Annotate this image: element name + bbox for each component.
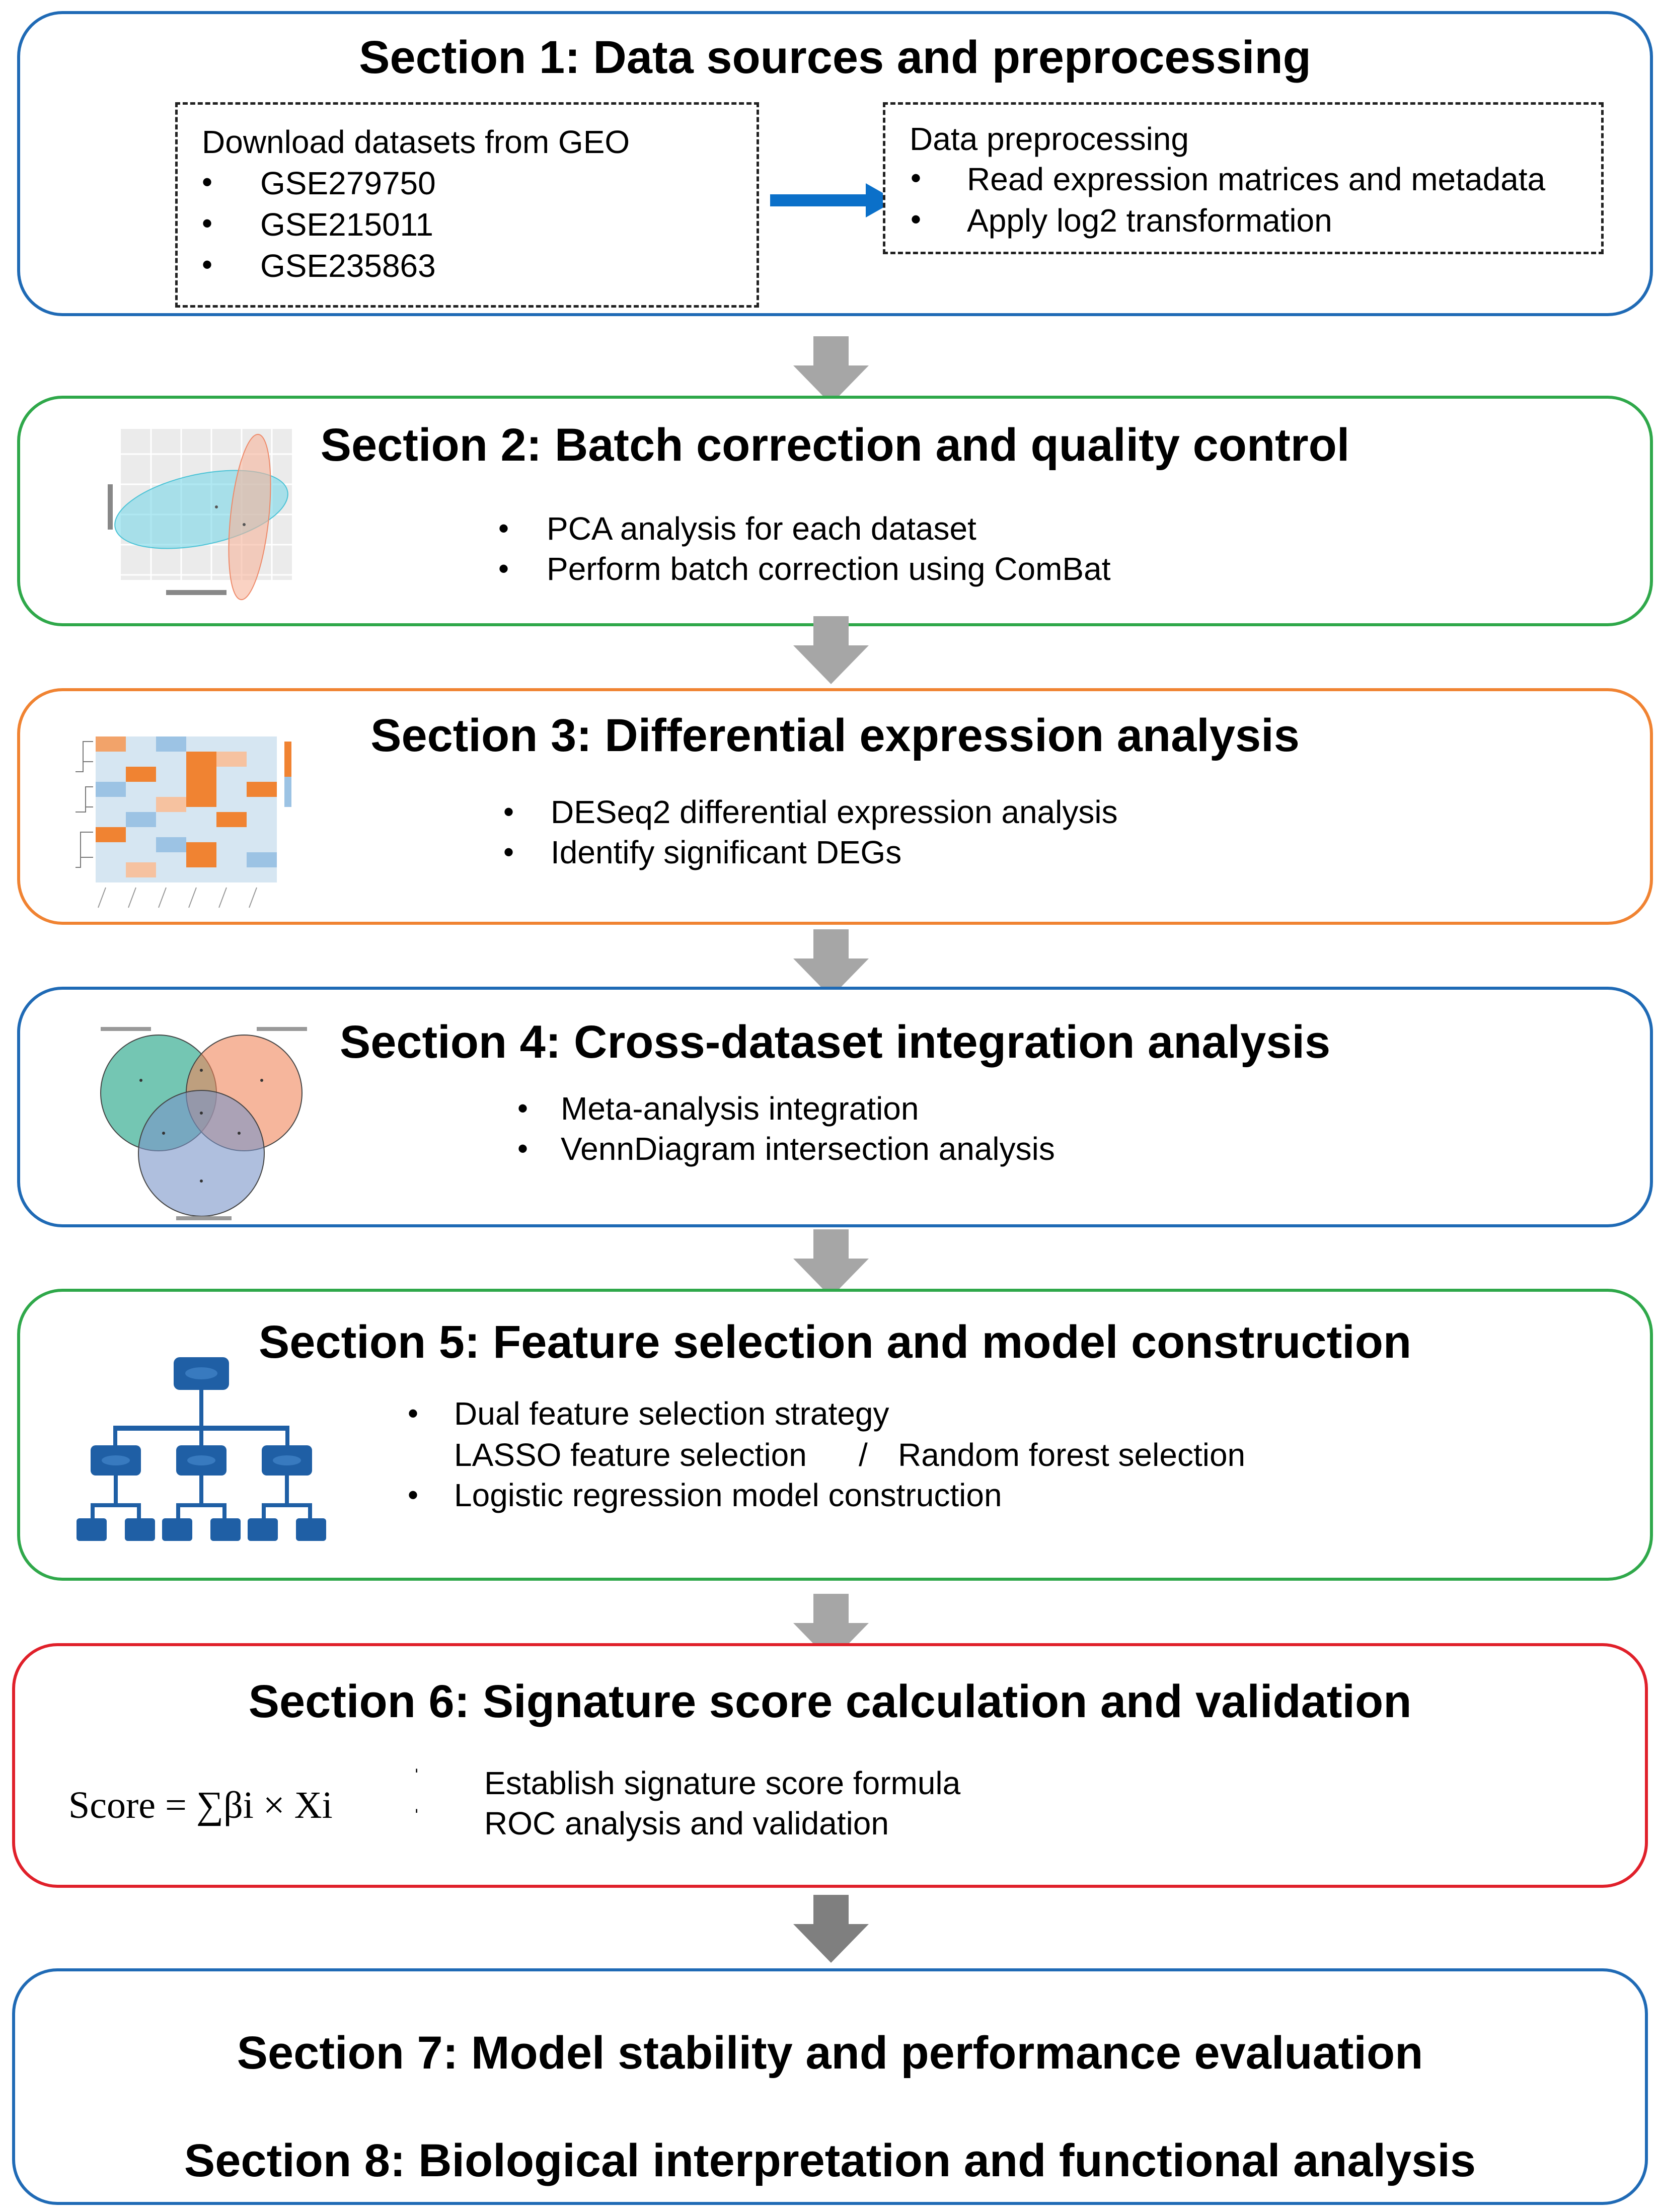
- preprocessing-item: Read expression matrices and metadata: [967, 161, 1546, 197]
- bullet-icon: •: [408, 1478, 419, 1512]
- section-2-box: Section 2: Batch correction and quality …: [17, 396, 1653, 626]
- section-6-box: Section 6: Signature score calculation a…: [12, 1643, 1648, 1888]
- section-5-item: Dual feature selection strategy: [454, 1395, 889, 1432]
- down-arrow-icon: [793, 1229, 869, 1297]
- section-2-title: Section 2: Batch correction and quality …: [320, 419, 1350, 471]
- section-3-title: Section 3: Differential expression analy…: [370, 710, 1300, 761]
- bullet-icon: •: [517, 1091, 529, 1125]
- hierarchy-tree-icon: [77, 1357, 326, 1541]
- section-5-box: Section 5: Feature selection and model c…: [17, 1289, 1653, 1581]
- heatmap-icon: [76, 736, 291, 908]
- dataset-item: GSE215011: [260, 206, 433, 243]
- section-3-box: Section 3: Differential expression analy…: [17, 688, 1653, 925]
- section-1-box: Section 1: Data sources and preprocessin…: [17, 11, 1653, 316]
- dataset-item: GSE279750: [260, 165, 436, 201]
- down-arrow-icon: [793, 616, 869, 684]
- bullet-icon: •: [202, 206, 213, 240]
- bullet-icon: •: [202, 248, 213, 281]
- bullet-icon: •: [911, 161, 922, 195]
- section-2-item: Perform batch correction using ComBat: [547, 551, 1111, 587]
- section-8-title: Section 8: Biological interpretation and…: [184, 2135, 1476, 2186]
- section-5-item: Logistic regression model construction: [454, 1477, 1002, 1513]
- random-forest-label: Random forest selection: [898, 1437, 1246, 1473]
- section-6-item: ROC analysis and validation: [484, 1805, 889, 1841]
- preprocessing-box: Data preprocessing • Read expression mat…: [883, 102, 1604, 254]
- bullet-icon: •: [202, 165, 213, 199]
- pca-ellipse-plot-icon: [108, 429, 292, 601]
- bullet-icon: •: [408, 1396, 419, 1430]
- down-arrow-icon: [793, 929, 869, 997]
- bullet-icon: ˈ: [413, 1805, 421, 1831]
- section-5-title: Section 5: Feature selection and model c…: [258, 1316, 1412, 1368]
- bullet-icon: ˈ: [413, 1764, 421, 1791]
- section-7-8-box: Section 7: Model stability and performan…: [12, 1968, 1648, 2205]
- bullet-icon: •: [911, 202, 922, 236]
- lasso-selection-label: LASSO feature selection: [454, 1437, 807, 1473]
- bullet-icon: •: [503, 835, 514, 869]
- geo-download-box: Download datasets from GEO • GSE279750 •…: [175, 102, 759, 308]
- preprocessing-item: Apply log2 transformation: [967, 202, 1332, 239]
- section-1-title: Section 1: Data sources and preprocessin…: [359, 32, 1311, 83]
- section-4-item: Meta-analysis integration: [561, 1090, 919, 1127]
- geo-download-heading: Download datasets from GEO: [202, 124, 630, 160]
- score-formula: Score = ∑βi × Xi: [68, 1784, 333, 1826]
- selection-separator: /: [859, 1437, 868, 1473]
- section-4-item: VennDiagram intersection analysis: [561, 1131, 1055, 1167]
- dataset-item: GSE235863: [260, 248, 436, 284]
- down-arrow-icon: [793, 1594, 869, 1662]
- section-6-title: Section 6: Signature score calculation a…: [248, 1676, 1412, 1727]
- section-2-item: PCA analysis for each dataset: [547, 510, 976, 547]
- down-arrow-icon: [793, 336, 869, 404]
- preprocessing-heading: Data preprocessing: [910, 121, 1189, 157]
- bullet-icon: •: [498, 511, 509, 545]
- bullet-icon: •: [498, 552, 509, 585]
- section-7-title: Section 7: Model stability and performan…: [237, 2027, 1423, 2079]
- bullet-icon: •: [503, 795, 514, 829]
- venn-diagram-icon: [100, 1027, 307, 1220]
- section-6-item: Establish signature score formula: [484, 1765, 961, 1801]
- right-arrow-icon: [770, 183, 896, 217]
- down-arrow-icon: [793, 1895, 869, 1963]
- section-3-item: DESeq2 differential expression analysis: [551, 794, 1118, 830]
- section-4-title: Section 4: Cross-dataset integration ana…: [339, 1016, 1331, 1068]
- bullet-icon: •: [517, 1132, 529, 1165]
- section-4-box: Section 4: Cross-dataset integration ana…: [17, 987, 1653, 1227]
- section-3-item: Identify significant DEGs: [551, 834, 902, 870]
